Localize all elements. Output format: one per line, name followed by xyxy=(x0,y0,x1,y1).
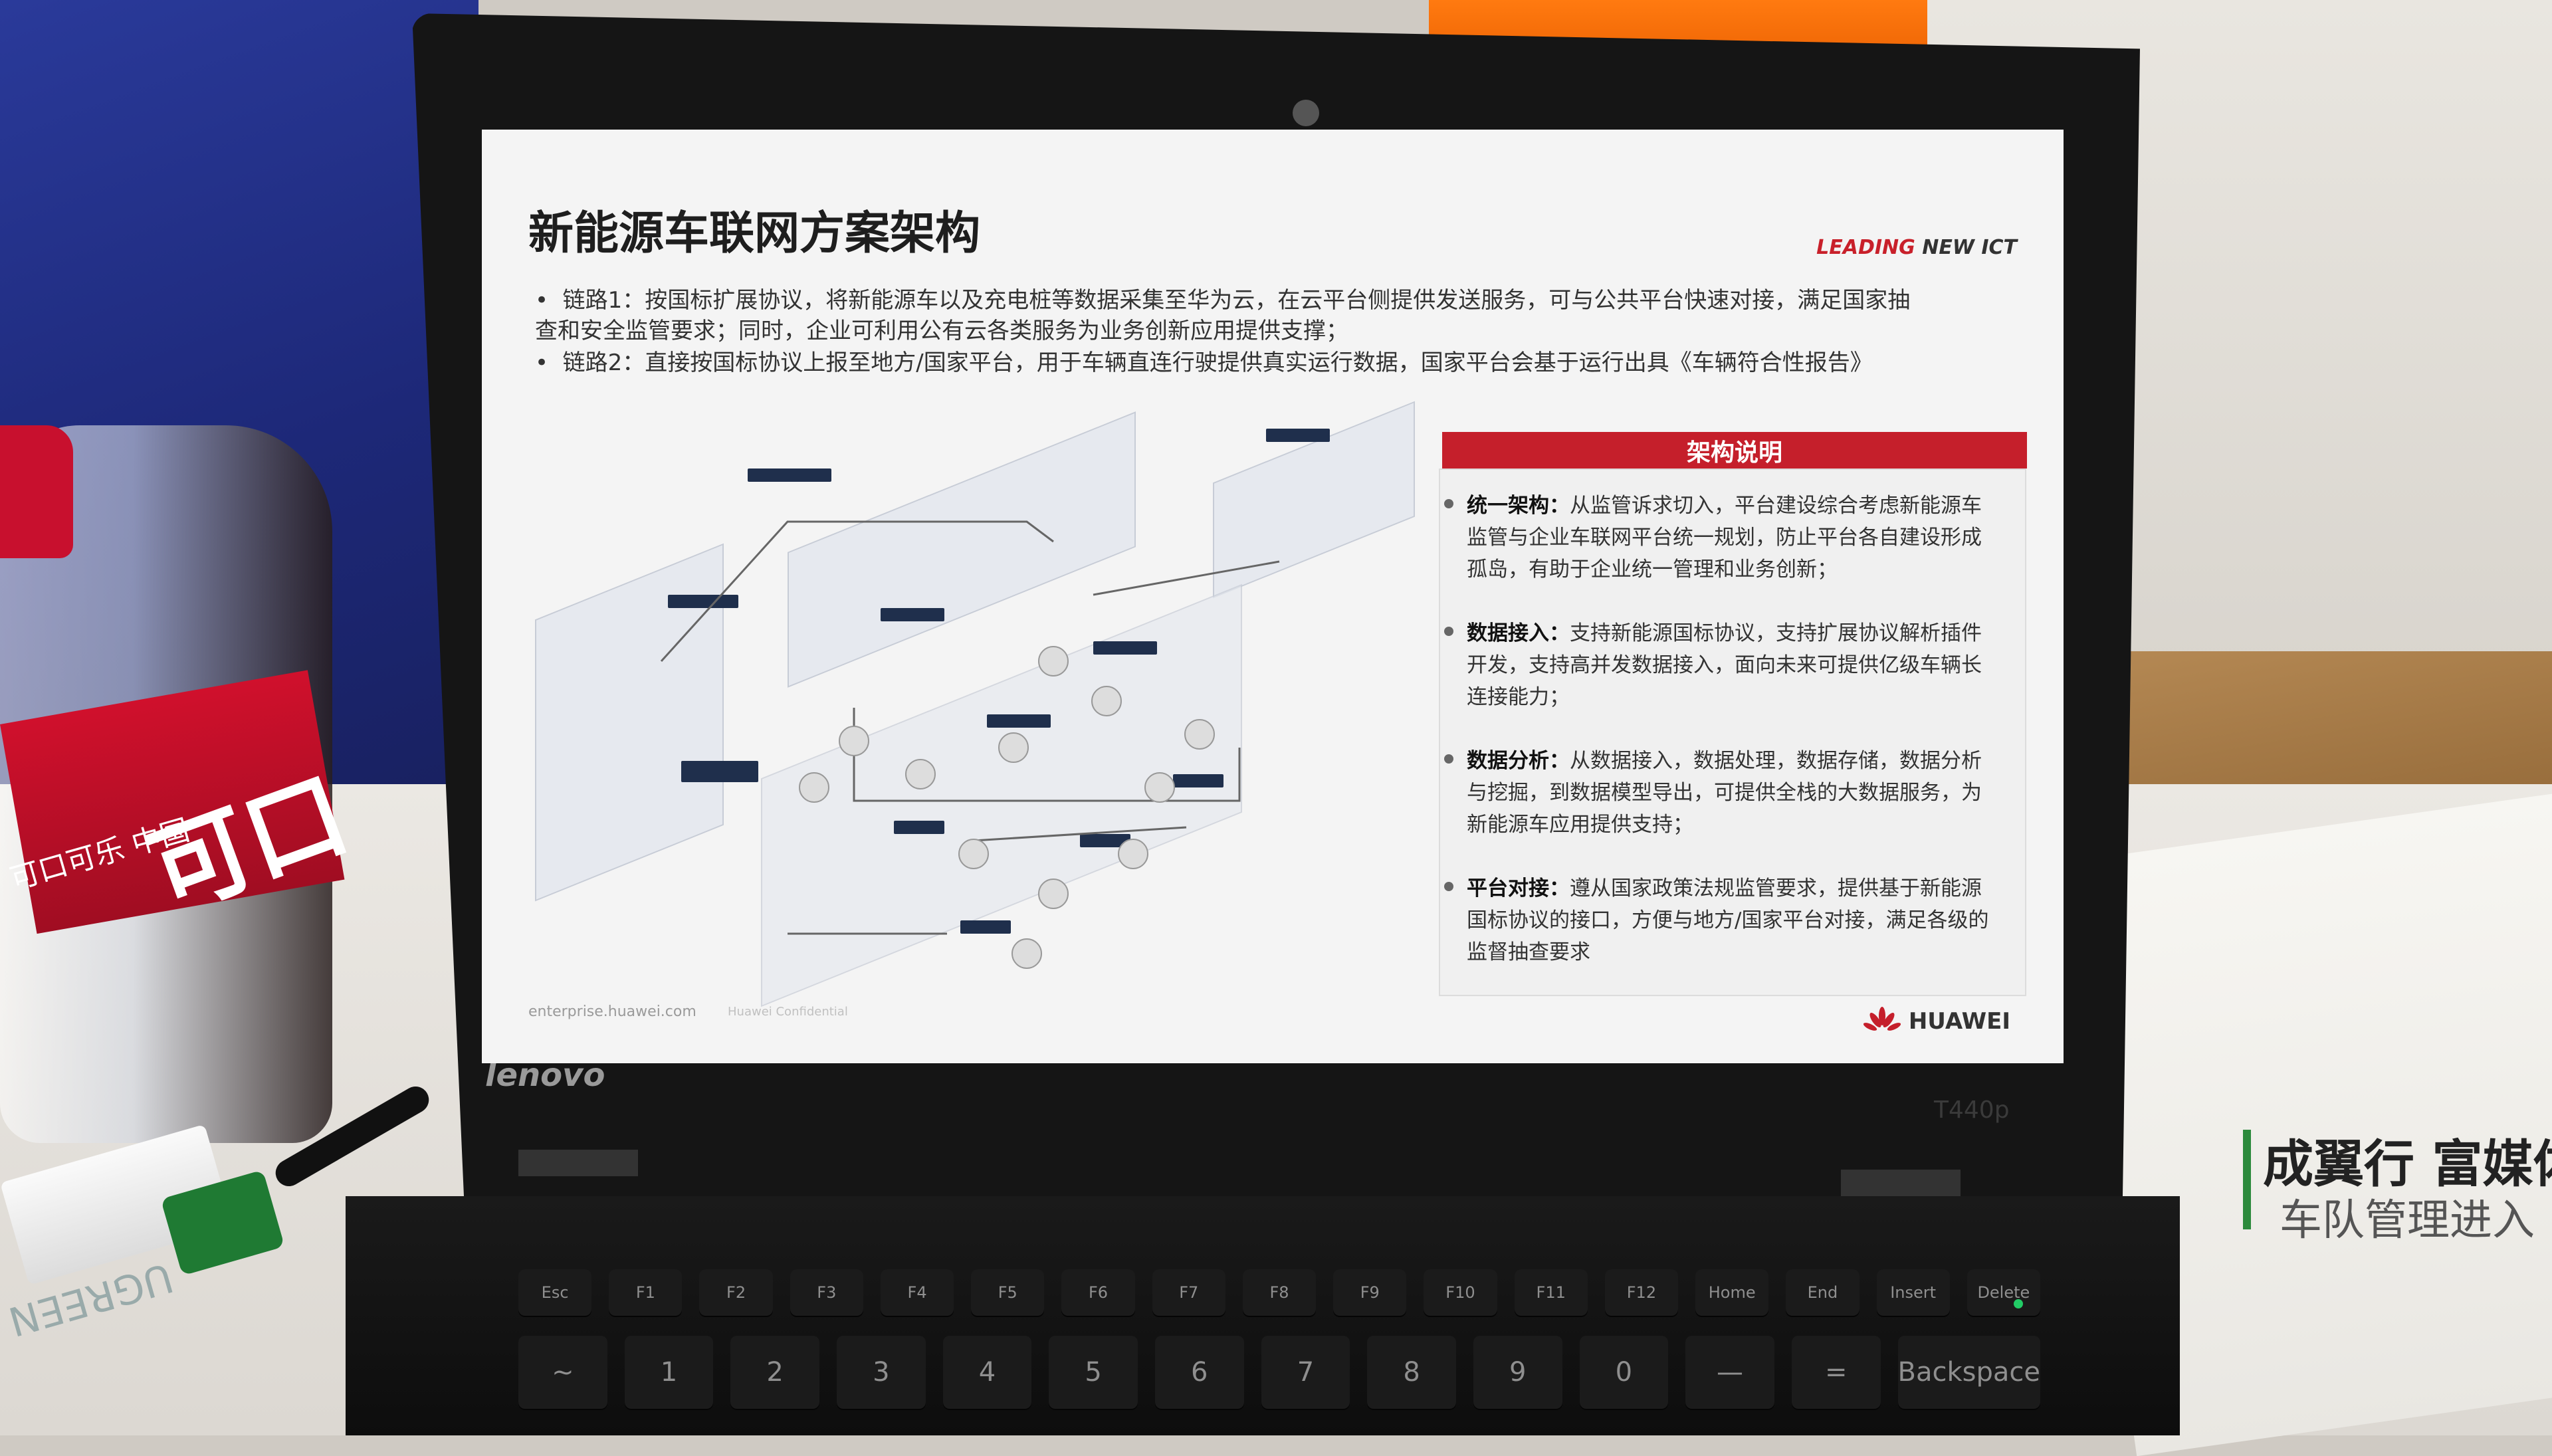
panel-item-head: 数据接入： xyxy=(1467,621,1570,645)
brochure-accent-bar xyxy=(2243,1130,2251,1229)
huawei-petal-icon xyxy=(1863,1007,1901,1031)
diagram-block xyxy=(881,608,944,621)
diagram-block xyxy=(1173,774,1223,787)
key-fn-11[interactable]: F11 xyxy=(1514,1269,1588,1316)
panel-item: 统一架构：从监管诉求切入，平台建设综合考虑新能源车监管与企业车联网平台统一规划，… xyxy=(1444,490,1998,585)
key-fn-12[interactable]: F12 xyxy=(1604,1269,1679,1316)
bullet-dot xyxy=(1444,499,1453,508)
bullet-item: • 链路2：直接按国标协议上报至地方/国家平台，用于车辆直连行驶提供真实运行数据… xyxy=(535,349,1873,376)
bullet-item: • 链路1：按国标扩展协议，将新能源车以及充电桩等数据采集至华为云，在云平台侧提… xyxy=(535,287,1911,344)
footer-confidential: Huawei Confidential xyxy=(728,1005,848,1019)
key-num-4[interactable]: 4 xyxy=(942,1336,1032,1409)
key-fn-14[interactable]: End xyxy=(1786,1269,1860,1316)
diagram-block xyxy=(668,595,738,608)
panel-title: 架构说明 xyxy=(1442,432,2027,468)
key-fn-16[interactable]: Delete xyxy=(1967,1269,2040,1316)
diagram-block xyxy=(1093,641,1157,655)
architecture-diagram xyxy=(508,401,1426,1007)
key-fn-5[interactable]: F5 xyxy=(971,1269,1045,1316)
key-fn-13[interactable]: Home xyxy=(1695,1269,1769,1316)
key-fn-6[interactable]: F6 xyxy=(1061,1269,1135,1316)
key-num-2[interactable]: 2 xyxy=(730,1336,819,1409)
key-num-3[interactable]: 3 xyxy=(836,1336,926,1409)
panel-item-text: 遵从国家政策法规监管要求，提供基于新能源国标协议的接口，方便与地方/国家平台对接… xyxy=(1467,877,1989,965)
panel-item-text: 支持新能源国标协议，支持扩展协议解析插件开发，支持高并发数据接入，面向未来可提供… xyxy=(1467,621,1982,710)
key-fn-1[interactable]: F1 xyxy=(609,1269,683,1316)
diagram-block xyxy=(1080,834,1130,847)
key-num-7[interactable]: 7 xyxy=(1261,1336,1350,1409)
key-num-8[interactable]: 8 xyxy=(1367,1336,1456,1409)
slide-title: 新能源车联网方案架构 xyxy=(528,207,981,260)
diagram-connectors xyxy=(660,520,1280,969)
leading-new-ict-tagline: LEADING NEW ICT xyxy=(1816,236,2017,259)
key-num-12[interactable]: = xyxy=(1791,1336,1881,1409)
laptop-screen: 新能源车联网方案架构 LEADING NEW ICT • 链路1：按国标扩展协议… xyxy=(482,130,2064,1063)
key-num-10[interactable]: 0 xyxy=(1579,1336,1669,1409)
key-fn-7[interactable]: F7 xyxy=(1152,1269,1225,1316)
panel-item-head: 平台对接： xyxy=(1467,877,1570,900)
diagram-block xyxy=(894,821,944,834)
key-num-13[interactable]: Backspace xyxy=(1897,1336,2040,1409)
hinge-left xyxy=(518,1150,638,1176)
key-fn-3[interactable]: F3 xyxy=(790,1269,863,1316)
bullet-dot xyxy=(1444,882,1453,891)
panel-item: 数据分析：从数据接入，数据处理，数据存储，数据分析与挖掘，到数据模型导出，可提供… xyxy=(1444,745,1998,841)
footer-url: enterprise.huawei.com xyxy=(528,1003,696,1020)
key-fn-10[interactable]: F10 xyxy=(1424,1269,1497,1316)
bottle-cap xyxy=(0,425,73,558)
bullet-dot xyxy=(1444,754,1453,764)
diagram-block xyxy=(748,468,831,482)
key-fn-2[interactable]: F2 xyxy=(699,1269,773,1316)
laptop-model: T440p xyxy=(1934,1096,2010,1124)
panel-item-text: 从数据接入，数据处理，数据存储，数据分析与挖掘，到数据模型导出，可提供全栈的大数… xyxy=(1467,749,1982,837)
key-fn-0[interactable]: Esc xyxy=(518,1269,592,1316)
key-num-0[interactable]: ~ xyxy=(518,1336,607,1409)
power-led xyxy=(2014,1299,2023,1308)
key-fn-9[interactable]: F9 xyxy=(1333,1269,1407,1316)
diagram-block xyxy=(987,714,1051,728)
tagline-part-1: LEADING xyxy=(1816,236,1915,259)
panel-item: 数据接入：支持新能源国标协议，支持扩展协议解析插件开发，支持高并发数据接入，面向… xyxy=(1444,617,1998,713)
diagram-block xyxy=(681,761,758,782)
hinge-right xyxy=(1841,1170,1961,1196)
slide-bullets: • 链路1：按国标扩展协议，将新能源车以及充电桩等数据采集至华为云，在云平台侧提… xyxy=(535,286,1931,380)
key-fn-4[interactable]: F4 xyxy=(880,1269,954,1316)
key-num-1[interactable]: 1 xyxy=(624,1336,714,1409)
key-num-5[interactable]: 5 xyxy=(1049,1336,1138,1409)
bullet-dot xyxy=(1444,627,1453,636)
huawei-wordmark: HUAWEI xyxy=(1908,1008,2010,1035)
brochure-title: 成翼行 富媒体 xyxy=(2263,1134,2552,1194)
key-fn-15[interactable]: Insert xyxy=(1876,1269,1950,1316)
panel-item-head: 数据分析： xyxy=(1467,749,1570,773)
tagline-part-2: NEW ICT xyxy=(1922,236,2017,259)
key-num-9[interactable]: 9 xyxy=(1473,1336,1562,1409)
key-num-11[interactable]: — xyxy=(1685,1336,1774,1409)
panel-item: 平台对接：遵从国家政策法规监管要求，提供基于新能源国标协议的接口，方便与地方/国… xyxy=(1444,873,1998,968)
brochure-subtitle: 车队管理进入 xyxy=(2280,1196,2535,1245)
key-fn-8[interactable]: F8 xyxy=(1242,1269,1317,1316)
panel-item-text: 从监管诉求切入，平台建设综合考虑新能源车监管与企业车联网平台统一规划，防止平台各… xyxy=(1467,494,1982,582)
panel-item-head: 统一架构： xyxy=(1467,494,1570,518)
key-num-6[interactable]: 6 xyxy=(1154,1336,1244,1409)
diagram-block xyxy=(1266,429,1330,442)
function-key-row: Esc F1 F2 F3 F4 F5 F6 F7 F8 F9 F10 F11 F12 Home End Ins… xyxy=(518,1269,2040,1316)
diagram-block xyxy=(960,920,1011,934)
webcam xyxy=(1293,100,1319,126)
huawei-logo: HUAWEI xyxy=(1863,1007,2010,1036)
panel-body: 统一架构：从监管诉求切入，平台建设综合考虑新能源车监管与企业车联网平台统一规划，… xyxy=(1439,468,2026,996)
